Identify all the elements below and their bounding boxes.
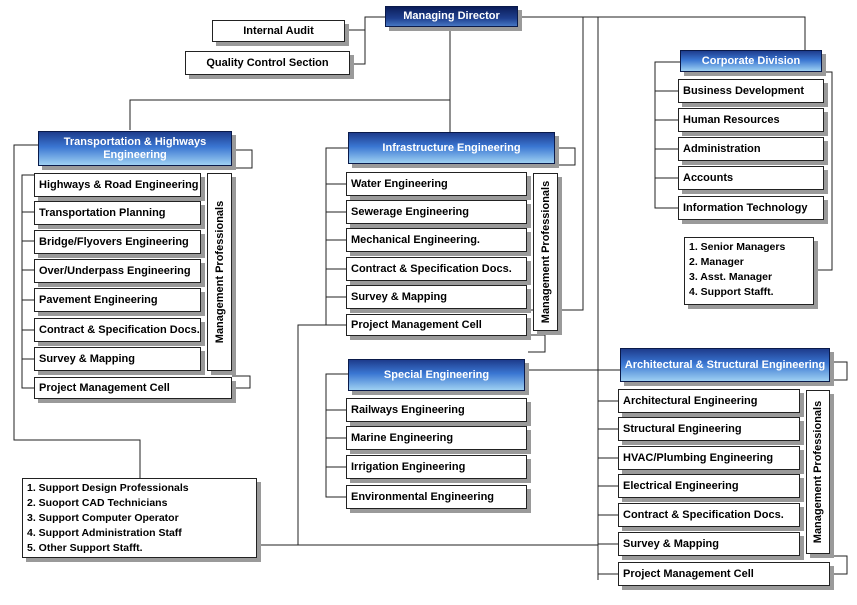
transportation-item: Over/Underpass Engineering (34, 259, 201, 283)
support-item: 3. Support Computer Operator (27, 512, 179, 524)
support-item: 4. Support Administration Staff (27, 527, 182, 539)
special-item: Environmental Engineering (346, 485, 527, 509)
quality-control-box: Quality Control Section (185, 51, 350, 75)
infrastructure-item: Sewerage Engineering (346, 200, 527, 224)
staff-level: 2. Manager (689, 256, 744, 268)
corporate-item: Business Development (678, 79, 824, 103)
transportation-management-professionals: Management Professionals (207, 173, 232, 371)
staff-level: 3. Asst. Manager (689, 271, 773, 283)
staff-level: 4. Support Stafft. (689, 286, 774, 298)
infrastructure-item: Water Engineering (346, 172, 527, 196)
corporate-item: Information Technology (678, 196, 824, 220)
corporate-item: Accounts (678, 166, 824, 190)
support-item: 1. Support Design Professionals (27, 482, 189, 494)
special-header: Special Engineering (348, 359, 525, 391)
transportation-pmc: Project Management Cell (34, 377, 232, 399)
infrastructure-item: Contract & Specification Docs. (346, 257, 527, 281)
architectural-header: Architectural & Structural Engineering (620, 348, 830, 382)
transportation-item: Pavement Engineering (34, 288, 201, 312)
architectural-item: Architectural Engineering (618, 389, 800, 413)
transportation-item: Contract & Specification Docs. (34, 318, 201, 342)
support-staff-list: 1. Support Design Professionals 2. Suopo… (22, 478, 257, 558)
special-item: Railways Engineering (346, 398, 527, 422)
corporate-item: Human Resources (678, 108, 824, 132)
transportation-item: Transportation Planning (34, 201, 201, 225)
infrastructure-header: Infrastructure Engineering (348, 132, 555, 164)
support-item: 5. Other Support Stafft. (27, 542, 143, 554)
architectural-item: Electrical Engineering (618, 474, 800, 498)
architectural-item: Contract & Specification Docs. (618, 503, 800, 527)
transportation-item: Highways & Road Engineering (34, 173, 201, 197)
transportation-item: Bridge/Flyovers Engineering (34, 230, 201, 254)
managing-director-box: Managing Director (385, 6, 518, 27)
architectural-pmc: Project Management Cell (618, 562, 830, 586)
corporate-staff-list: 1. Senior Managers 2. Manager 3. Asst. M… (684, 237, 814, 305)
transportation-header: Transportation & Highways Engineering (38, 131, 232, 166)
staff-level: 1. Senior Managers (689, 241, 786, 253)
corporate-header: Corporate Division (680, 50, 822, 72)
architectural-item: HVAC/Plumbing Engineering (618, 446, 800, 470)
special-item: Marine Engineering (346, 426, 527, 450)
infrastructure-item: Survey & Mapping (346, 285, 527, 309)
infrastructure-item: Mechanical Engineering. (346, 228, 527, 252)
infrastructure-pmc: Project Management Cell (346, 314, 527, 336)
transportation-item: Survey & Mapping (34, 347, 201, 371)
infrastructure-management-professionals: Management Professionals (533, 173, 558, 331)
support-item: 2. Suoport CAD Technicians (27, 497, 168, 509)
corporate-item: Administration (678, 137, 824, 161)
architectural-item: Survey & Mapping (618, 532, 800, 556)
architectural-management-professionals: Management Professionals (806, 390, 830, 554)
internal-audit-box: Internal Audit (212, 20, 345, 42)
architectural-item: Structural Engineering (618, 417, 800, 441)
special-item: Irrigation Engineering (346, 455, 527, 479)
